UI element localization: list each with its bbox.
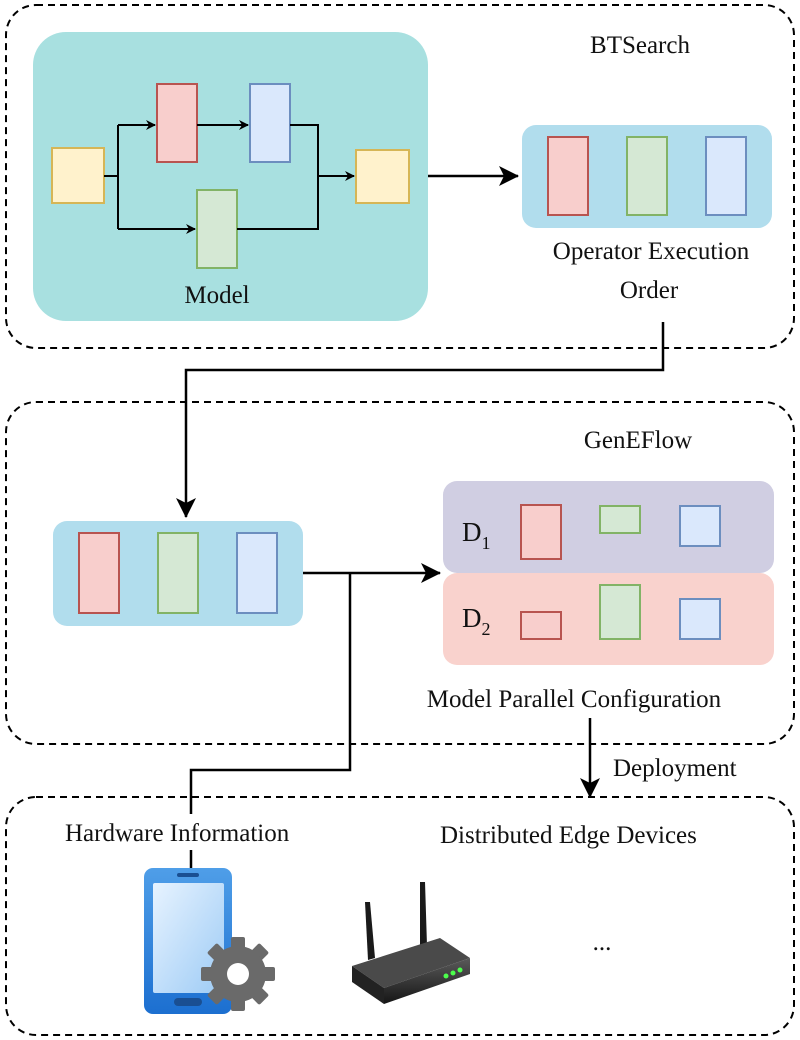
order-node-blue — [705, 136, 747, 216]
deployment-label: Deployment — [613, 755, 737, 782]
geneflow-node-green — [157, 532, 199, 614]
geneflow-node-blue — [236, 532, 278, 614]
devices-title: Distributed Edge Devices — [440, 822, 697, 849]
btsearch-section-border — [5, 4, 795, 349]
model-output-node — [355, 149, 410, 204]
btsearch-title: BTSearch — [590, 32, 690, 59]
device1-node-blue — [679, 505, 721, 547]
device2-label: D2 — [462, 603, 491, 639]
geneflow-section-border — [5, 401, 795, 745]
devices-section-border — [5, 796, 795, 1036]
model-node-green — [196, 189, 238, 269]
model-input-node — [51, 147, 105, 204]
model-panel — [33, 32, 428, 321]
device1-label: D1 — [462, 517, 491, 553]
model-node-blue — [249, 83, 291, 163]
device1-node-red — [520, 504, 562, 560]
geneflow-title: GenEFlow — [584, 427, 692, 454]
model-edges — [104, 120, 355, 234]
wifi-router-icon — [352, 882, 470, 1004]
hardware-label-backdrop — [60, 814, 350, 850]
device1-node-green — [599, 505, 641, 534]
operator-order-label-line2: Order — [620, 277, 679, 304]
device2-node-green — [599, 584, 641, 640]
order-node-green — [626, 136, 668, 216]
device2-node-red — [520, 611, 562, 640]
operator-order-label-line1: Operator Execution — [553, 238, 750, 265]
order-node-red — [547, 136, 589, 216]
model-node-red — [156, 83, 198, 163]
gear-icon — [201, 937, 275, 1011]
order-to-geneflow-connector — [176, 322, 665, 518]
parallel-config-label: Model Parallel Configuration — [427, 686, 722, 713]
hardware-info-label: Hardware Information — [65, 820, 290, 847]
geneflow-node-red — [78, 532, 120, 614]
device2-node-blue — [679, 598, 721, 640]
model-label: Model — [184, 282, 249, 309]
more-devices-ellipsis: ... — [593, 929, 612, 956]
